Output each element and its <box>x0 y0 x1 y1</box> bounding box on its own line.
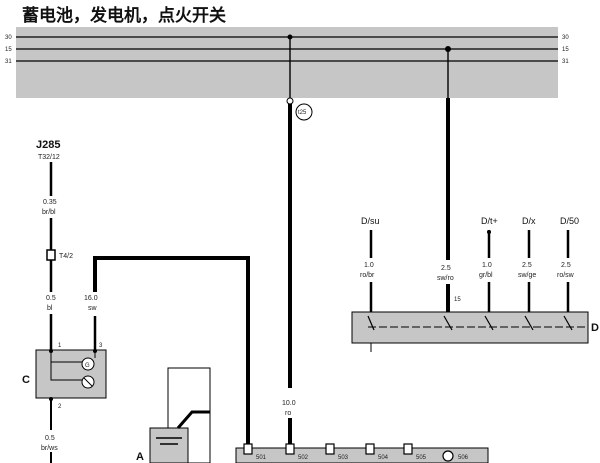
terminal-d50-gauge: 2.5 <box>561 262 571 269</box>
connector-t42-label: T4/2 <box>59 253 73 260</box>
fuse-502-connector <box>285 443 295 455</box>
component-c-internal-3 <box>50 362 82 381</box>
terminal-dx-label: D/x <box>522 216 536 226</box>
node-circle <box>286 97 294 105</box>
rail-label-31-right: 31 <box>562 59 569 65</box>
switch-contact-su <box>367 315 375 331</box>
wire-c-bottom-gauge: 0.5 <box>45 435 55 442</box>
terminal-dsu-label: D/su <box>361 216 380 226</box>
main-wire-gauge: 10.0 <box>282 400 296 407</box>
wire-15-gauge: 2.5 <box>441 265 451 272</box>
relay-wire-top-gauge: 0.35 <box>43 199 57 206</box>
diagram-title: 蓄电池，发电机，点火开关 <box>22 5 226 26</box>
generator-symbol <box>81 357 95 371</box>
fuse-504-label: 504 <box>378 455 389 461</box>
relay-wire-top-color: br/bl <box>42 209 56 216</box>
rail-label-15-right: 15 <box>562 47 569 53</box>
terminal-d50-label: D/50 <box>560 216 579 226</box>
switch-contact-15 <box>443 315 453 331</box>
pin-2-label: 2 <box>58 404 62 410</box>
switch-contact-t <box>484 315 494 331</box>
pin-3-label: 3 <box>99 343 103 349</box>
component-a-label: A <box>136 451 144 463</box>
pin-2-dot <box>49 397 53 401</box>
pin-15-label: 15 <box>454 297 461 303</box>
wire-left-gauge: 0.5 <box>46 295 56 302</box>
relay-name: J285 <box>36 139 60 151</box>
wire-right-route <box>93 256 250 448</box>
component-c-label: C <box>22 374 30 386</box>
rail-label-31-left: 31 <box>5 59 12 65</box>
rail-label-30-left: 30 <box>5 35 12 41</box>
rail-label-15-left: 15 <box>5 47 12 53</box>
fuse-504-connector <box>365 443 375 455</box>
switch-contact-50 <box>563 315 573 331</box>
regulator-glyph <box>83 377 93 387</box>
terminal-dx-color: sw/ge <box>518 272 536 279</box>
fuse-box <box>235 447 489 463</box>
component-d-label: D <box>591 322 599 334</box>
bus-bar-area <box>16 27 558 98</box>
terminal-dsu-color: ro/br <box>360 272 375 279</box>
fuse-506-connector <box>442 450 454 462</box>
terminal-dx-gauge: 2.5 <box>522 262 532 269</box>
terminal-dt-gauge: 1.0 <box>482 262 492 269</box>
terminal-dt-color: gr/bl <box>479 272 493 279</box>
node-label: t25 <box>298 110 307 116</box>
fuse-506-label: 506 <box>458 455 469 461</box>
wire-15-color: sw/ro <box>437 275 454 282</box>
pin-1-label: 1 <box>58 343 62 349</box>
relay-connector: T32/12 <box>38 154 60 161</box>
component-c-box <box>35 349 107 399</box>
battery-frame <box>167 367 211 463</box>
fuse-505-connector <box>403 443 413 455</box>
main-wire-color: ro <box>285 410 291 417</box>
switch-contact-x <box>524 315 534 331</box>
wire-right-gauge: 16.0 <box>84 295 98 302</box>
rail-label-30-right: 30 <box>562 35 569 41</box>
fuse-501-label: 501 <box>256 455 267 461</box>
fuse-501-connector <box>243 443 253 455</box>
battery-box <box>149 427 189 463</box>
fuse-505-label: 505 <box>416 455 427 461</box>
terminal-dsu-gauge: 1.0 <box>364 262 374 269</box>
node-label-circle <box>295 103 313 121</box>
wire-right-color: sw <box>88 305 98 312</box>
battery-lead <box>176 410 210 429</box>
terminal-dt-dot <box>487 230 491 234</box>
terminal-dt-label: D/t+ <box>481 216 498 226</box>
wire-left-color: bl <box>47 305 53 312</box>
fuse-503-label: 503 <box>338 455 349 461</box>
generator-glyph: G <box>85 363 90 369</box>
wire-c-bottom-color: br/ws <box>41 445 58 452</box>
connector-t42 <box>46 249 56 261</box>
terminal-d50-color: ro/sw <box>557 272 575 279</box>
fuse-503-connector <box>325 443 335 455</box>
fuse-502-label: 502 <box>298 455 309 461</box>
